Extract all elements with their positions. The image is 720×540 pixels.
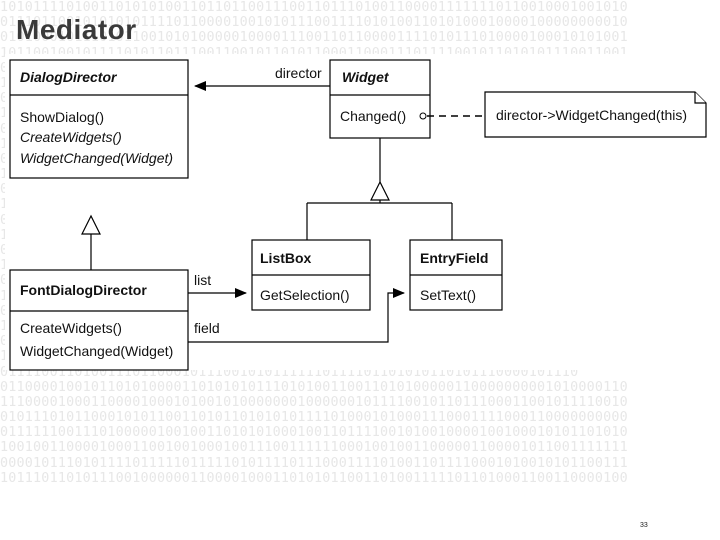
class-name-entry-field: EntryField [420,250,488,266]
operation-show-dialog: ShowDialog() [20,109,104,125]
class-name-font-dialog-director: FontDialogDirector [20,282,147,298]
class-font-dialog-director: FontDialogDirector CreateWidgets() Widge… [9,269,189,371]
class-list-box: ListBox GetSelection() [251,239,371,311]
association-list: list [188,272,247,298]
note-text: director->WidgetChanged(this) [496,107,687,123]
binary-row: 0111011001010101011110110000100101011100… [0,15,628,31]
operation-fdd-widget-changed: WidgetChanged(Widget) [20,343,173,359]
class-name-widget: Widget [342,69,390,85]
slide-title: Mediator [16,14,137,45]
class-entry-field: EntryField SetText() [409,239,503,311]
class-name-list-box: ListBox [260,250,312,266]
binary-row: 0101000101110101100101010000010000111001… [0,30,628,46]
operation-widget-changed: WidgetChanged(Widget) [20,150,173,166]
class-name-dialog-director: DialogDirector [20,69,118,85]
association-director: director [194,65,330,91]
operation-fdd-create-widgets: CreateWidgets() [20,320,122,336]
association-field: field [188,288,405,343]
binary-row: 1010111101001101010100110110110011100110… [0,0,628,15]
binary-row: 0110000100101101010000110101010111010100… [0,379,628,395]
operation-get-selection: GetSelection() [260,287,349,303]
binary-row: 1011101101011100100000011000010001101010… [0,470,628,486]
binary-row: 0101110101100010101100110101101010101111… [0,410,628,426]
page-number: 33 [640,522,648,529]
binary-row: 1110000100011000010001010010100000001000… [0,394,628,410]
binary-row: 0111111001110100000100100110101010001001… [0,425,628,441]
binary-row: 0000101110101111011111011111010111101110… [0,455,628,471]
operation-set-text: SetText() [420,287,476,303]
class-widget: Widget Changed() [329,59,431,139]
note-widget-changed: director->WidgetChanged(this) [484,91,707,138]
association-label-field: field [194,320,220,336]
note-connector [419,112,485,120]
binary-row: 1001001100001000110010010001001110011111… [0,440,628,456]
association-label-director: director [275,65,322,81]
class-dialog-director: DialogDirector ShowDialog() CreateWidget… [9,59,189,179]
operation-create-widgets: CreateWidgets() [20,129,122,145]
operation-changed: Changed() [340,108,406,124]
generalization-widget [306,138,453,240]
association-label-list: list [194,272,211,288]
generalization-dialog-director [81,214,101,270]
